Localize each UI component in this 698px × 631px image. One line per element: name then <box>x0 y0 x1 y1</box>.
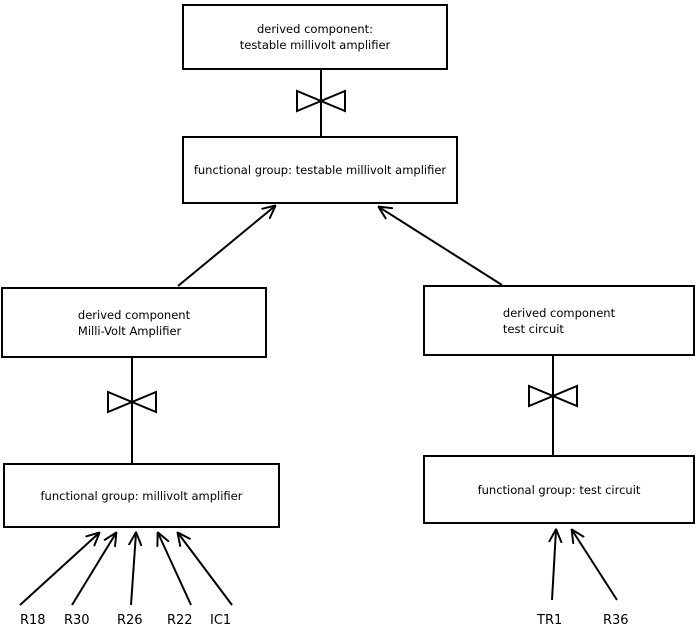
node-label: derived component Milli-Volt Amplifier <box>77 307 191 338</box>
bowtie-right-triangle-icon <box>129 390 157 414</box>
connector-bowtie-test-circuit <box>528 356 578 455</box>
node-label: functional group: test circuit <box>477 482 641 497</box>
pin-r36: R36 <box>603 613 629 628</box>
bowtie-left-triangle-icon <box>528 384 556 408</box>
node-label: derived component test circuit <box>502 305 616 336</box>
arrow-r22 <box>158 533 192 606</box>
arrow-testcircuit-to-testable <box>379 207 503 286</box>
arrow-r30 <box>71 533 116 606</box>
bowtie-left-triangle-icon <box>107 390 135 414</box>
bowtie-left-triangle-icon <box>296 89 324 113</box>
connector-bowtie-millivolt <box>107 358 157 463</box>
node-derived-test-circuit[interactable]: derived component test circuit <box>423 285 695 356</box>
node-label: functional group: testable millivolt amp… <box>193 163 447 177</box>
node-derived-testable-millivolt-amplifier[interactable]: derived component: testable millivolt am… <box>182 4 448 70</box>
node-fg-test-circuit[interactable]: functional group: test circuit <box>423 455 695 524</box>
bowtie-right-triangle-icon <box>550 384 578 408</box>
arrow-r26 <box>131 533 136 606</box>
pin-r30: R30 <box>64 613 90 628</box>
pin-ic1: IC1 <box>210 613 232 628</box>
bowtie-right-triangle-icon <box>318 89 346 113</box>
connector-group <box>107 70 578 463</box>
pin-r26: R26 <box>117 613 143 628</box>
node-label: derived component: testable millivolt am… <box>239 22 391 52</box>
node-derived-milli-volt-amplifier[interactable]: derived component Milli-Volt Amplifier <box>1 287 267 358</box>
node-label: functional group: millivolt amplifier <box>40 488 243 503</box>
node-fg-millivolt-amplifier[interactable]: functional group: millivolt amplifier <box>3 463 280 528</box>
arrow-r18 <box>19 533 99 606</box>
arrow-group <box>19 206 618 606</box>
arrow-r36 <box>572 530 618 601</box>
arrow-tr1 <box>552 530 556 601</box>
pin-r18: R18 <box>20 613 46 628</box>
pin-r22: R22 <box>167 613 193 628</box>
arrow-ic1 <box>178 533 233 606</box>
connector-bowtie-top <box>296 70 346 136</box>
pin-tr1: TR1 <box>537 613 563 628</box>
node-fg-testable-millivolt-amplifier[interactable]: functional group: testable millivolt amp… <box>182 136 458 204</box>
arrow-millivolt-to-testable <box>177 206 275 287</box>
